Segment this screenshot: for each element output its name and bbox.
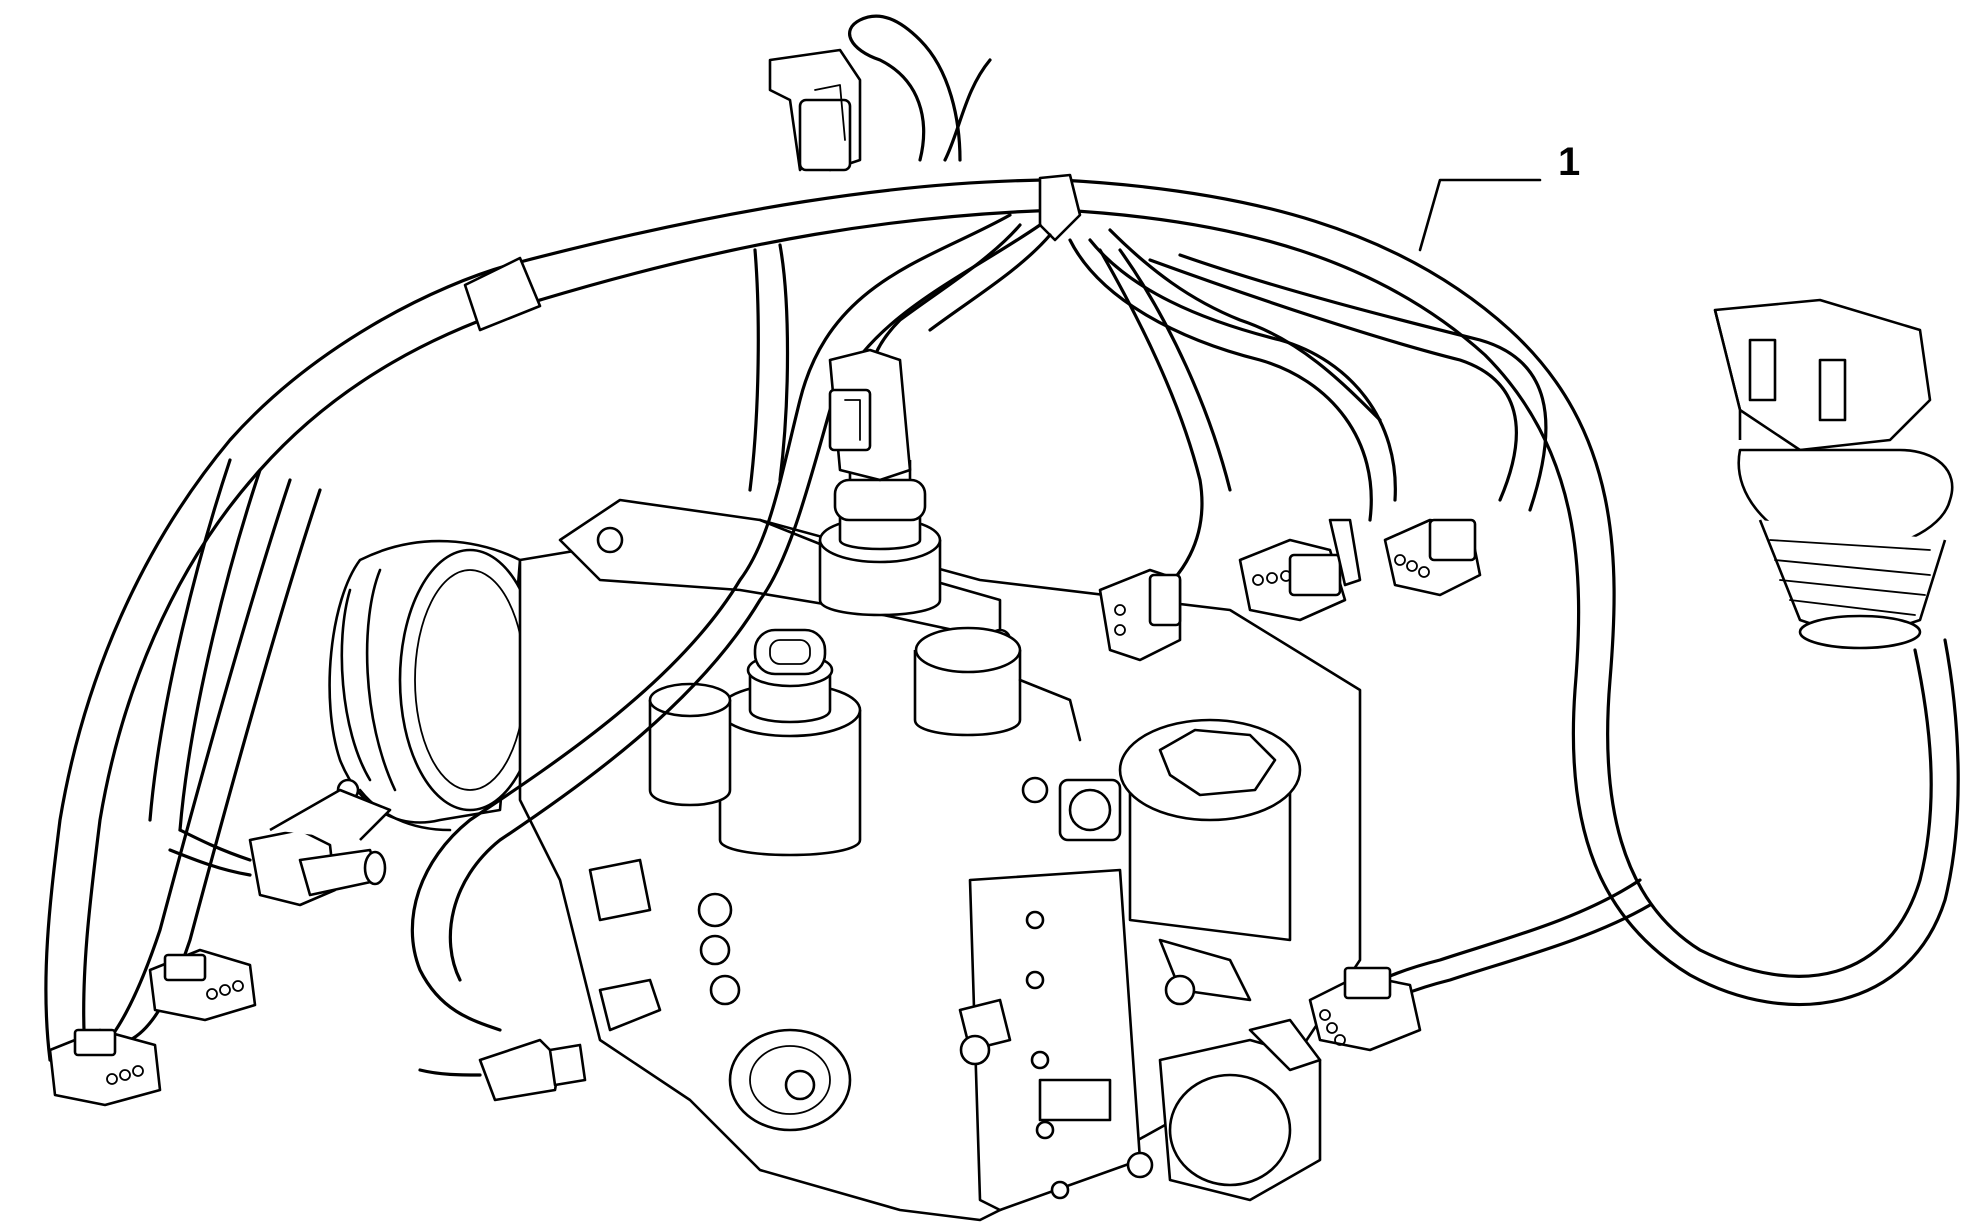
top-connector bbox=[768, 48, 862, 172]
callout-1-label: 1 bbox=[1558, 140, 1580, 184]
lower-port bbox=[728, 1028, 852, 1132]
filter-housing bbox=[328, 539, 542, 832]
side-bosses bbox=[958, 776, 1252, 1066]
solenoid-valve-2 bbox=[718, 628, 862, 857]
upper-center-connector bbox=[828, 348, 912, 482]
lower-temperature-sensor bbox=[418, 1038, 587, 1102]
hydraulic-valve-block bbox=[328, 460, 1362, 1222]
solenoid-valve-4 bbox=[913, 626, 1082, 742]
solenoid-valve-1 bbox=[818, 460, 942, 617]
block-ports bbox=[588, 858, 741, 1032]
callout-leader-line bbox=[1418, 178, 1542, 252]
main-multi-pin-connector bbox=[1713, 298, 1954, 650]
callout-1: 1 bbox=[1418, 140, 1580, 252]
branch-wires bbox=[98, 14, 1652, 1052]
pressure-sensor bbox=[1038, 1018, 1322, 1202]
right-lower-connector bbox=[1308, 966, 1422, 1052]
main-harness-trunk bbox=[44, 173, 1960, 1062]
left-connectors bbox=[48, 788, 392, 1107]
right-upper-connectors bbox=[1098, 518, 1482, 662]
front-flange bbox=[968, 868, 1142, 1212]
pressure-plug bbox=[1118, 718, 1302, 942]
solenoid-valve-3 bbox=[648, 682, 732, 807]
